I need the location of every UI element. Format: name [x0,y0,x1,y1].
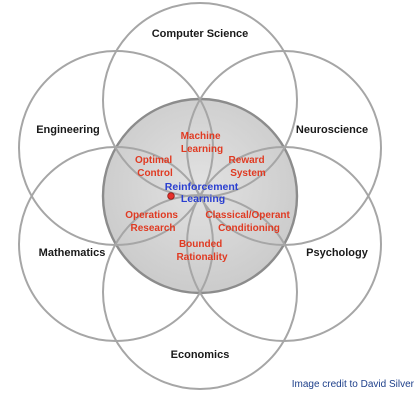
topic-optimal-control-line-2: Control [137,168,173,179]
petal-circles [18,2,382,390]
topic-bounded-rationality: Bounded Rationality [176,239,228,263]
topic-reward-system-line-2: System [230,168,266,179]
topic-reward-system: Reward System [229,155,268,179]
topic-operations-research: Operations Research [125,210,181,234]
topic-machine-learning: Machine Learning [181,131,224,155]
field-label-economics: Economics [171,349,230,361]
field-label-mathematics: Mathematics [39,247,106,259]
petal-mathematics [18,146,214,342]
topic-operations-research-line-2: Research [130,223,175,234]
field-label-psychology: Psychology [306,247,369,259]
topic-reward-system-line-1: Reward [229,155,265,166]
center-label-line-2: Learning [181,193,225,205]
center-label: Reinforcement Learning [165,181,241,205]
field-label-computer-science: Computer Science [152,28,249,40]
field-label-neuroscience: Neuroscience [296,124,368,136]
center-label-line-1: Reinforcement [165,181,239,193]
image-credit: Image credit to David Silver [292,379,415,390]
center-marker-dot [167,192,175,200]
topic-bounded-rationality-line-1: Bounded [179,239,222,250]
topic-bounded-rationality-line-2: Rationality [176,252,228,263]
topic-machine-learning-line-2: Learning [181,144,223,155]
topic-classical-operant-conditioning: Classical/Operant Conditioning [205,210,292,234]
topic-operations-research-line-1: Operations [125,210,178,221]
topic-machine-learning-line-1: Machine [181,131,221,142]
petal-engineering [18,50,214,246]
field-label-engineering: Engineering [36,124,100,136]
topic-classical-operant-conditioning-line-2: Conditioning [218,223,280,234]
topic-classical-operant-conditioning-line-1: Classical/Operant [205,210,290,221]
topic-optimal-control-line-1: Optimal [135,155,172,166]
topic-optimal-control: Optimal Control [135,155,175,179]
